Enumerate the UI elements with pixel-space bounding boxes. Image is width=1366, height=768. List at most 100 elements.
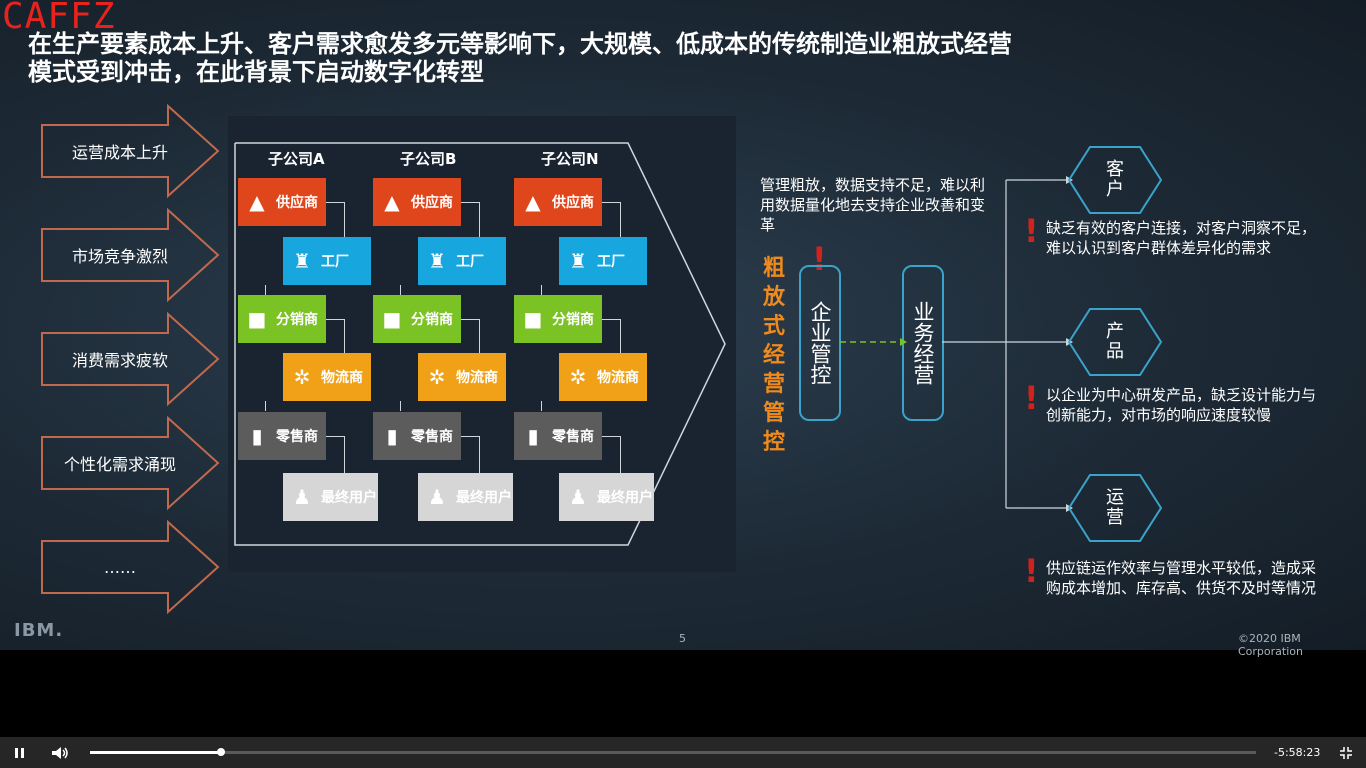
chain-node: ♟最终用户 (418, 473, 513, 521)
chain-node-label: 零售商 (276, 429, 318, 445)
progress-handle[interactable] (216, 748, 225, 756)
chain-connector (400, 401, 419, 411)
chain-node-label: 物流商 (456, 370, 498, 386)
chain-node-label: 零售商 (552, 429, 594, 445)
driver-arrow: …… (40, 519, 220, 615)
copyright: ©2020 IBM Corporation (1238, 632, 1303, 658)
chain-node: ▲ 供应商 (514, 178, 602, 226)
pause-button[interactable] (8, 737, 32, 768)
driver-arrow: 运营成本上升 (40, 103, 220, 199)
driver-label: 消费需求疲软 (71, 351, 168, 370)
user-icon: ♟ (569, 485, 587, 509)
driver-label: 运营成本上升 (71, 143, 168, 162)
chain-node-label: 分销商 (411, 312, 453, 328)
chain-node: ▮零售商 (514, 412, 602, 460)
slide-title: 在生产要素成本上升、客户需求愈发多元等影响下，大规模、低成本的传统制造业粗放式经… (28, 30, 1328, 86)
truck-icon: ■ (382, 307, 402, 331)
chain-node: ▲ 供应商 (238, 178, 326, 226)
chain-node: ▮零售商 (238, 412, 326, 460)
chain-node: ✲ 物流商 (283, 353, 371, 401)
subsidiaries-panel: 子公司A▲供应商♜工厂■分销商✲物流商▮零售商♟最终用户子公司B▲供应商♜工厂■… (228, 116, 736, 572)
alert-icon: ! (1024, 379, 1039, 417)
store-icon: ▮ (386, 424, 398, 448)
outcome-description: 供应链运作效率与管理水平较低，造成采购成本增加、库存高、供货不及时等情况 (1046, 559, 1317, 597)
volume-icon (52, 746, 68, 759)
time-remaining: -5:58:23 (1274, 746, 1321, 759)
chain-node-label: 分销商 (552, 312, 594, 328)
chain-node: ▲供应商 (373, 178, 461, 226)
driver-arrow: 消费需求疲软 (40, 311, 220, 407)
supplier-icon: ▲ (525, 190, 541, 214)
chain-node: ♜工厂 (418, 237, 506, 285)
outcome-hexagon: 客户 (1067, 146, 1163, 214)
chain-node-label: 物流商 (597, 370, 639, 386)
management-note: 管理粗放，数据支持不足，难以利用数据量化地去支持企业改善和变革 (760, 176, 986, 234)
alert-icon: ! (1024, 552, 1039, 590)
enterprise-control-pill: 企业管控 (799, 265, 841, 421)
video-player-controls: -5:58:23 (0, 737, 1366, 768)
chain-connector (400, 285, 419, 295)
chain-node-label: 供应商 (552, 195, 594, 211)
chain-node-label: 供应商 (276, 195, 318, 211)
volume-button[interactable] (48, 737, 72, 768)
title-line-2: 模式受到冲击，在此背景下启动数字化转型 (28, 58, 484, 86)
driver-arrow: 个性化需求涌现 (40, 415, 220, 511)
chain-node-label: 零售商 (411, 429, 453, 445)
panel-outline (234, 142, 726, 546)
subsidiary-header: 子公司N (541, 150, 599, 168)
user-icon: ♟ (293, 485, 311, 509)
alert-icon: ! (812, 240, 827, 278)
title-line-1: 在生产要素成本上升、客户需求愈发多元等影响下，大规模、低成本的传统制造业粗放式经… (28, 30, 1012, 58)
driver-label: 市场竞争激烈 (71, 247, 168, 266)
chain-connector (602, 202, 621, 262)
chain-node: ♟ 最终用户 (283, 473, 378, 521)
chain-node-label: 分销商 (276, 312, 318, 328)
pause-icon (15, 747, 24, 758)
outcome-hexagon-label: 客户 (1106, 159, 1124, 200)
user-icon: ♟ (428, 485, 446, 509)
truck-icon: ■ (247, 307, 267, 331)
chain-node: ♟ 最终用户 (559, 473, 654, 521)
gears-icon: ✲ (293, 365, 311, 389)
enterprise-control-label: 企业管控 (808, 301, 832, 385)
chain-connector (602, 319, 621, 378)
page-number: 5 (679, 632, 686, 645)
exit-fullscreen-icon (1340, 746, 1352, 759)
chain-node-label: 工厂 (597, 254, 625, 270)
extensive-management-label: 粗放式经营管控 (762, 256, 785, 455)
chain-node-label: 最终用户 (321, 490, 377, 506)
chain-node: ♜工厂 (283, 237, 371, 285)
chain-connector (265, 285, 284, 295)
chain-node: ♜工厂 (559, 237, 647, 285)
chain-node-label: 最终用户 (597, 490, 653, 506)
driver-arrow: 市场竞争激烈 (40, 207, 220, 303)
watermark: CAFFZ (2, 0, 116, 37)
chain-connector (602, 436, 621, 498)
driver-label: 个性化需求涌现 (63, 455, 176, 474)
chain-node: ■ 分销商 (238, 295, 326, 343)
chain-node-label: 物流商 (321, 370, 363, 386)
gears-icon: ✲ (569, 365, 587, 389)
supplier-icon: ▲ (384, 190, 400, 214)
chain-connector (461, 202, 480, 262)
supplier-icon: ▲ (249, 190, 265, 214)
exit-fullscreen-button[interactable] (1336, 737, 1356, 768)
chain-connector (326, 319, 345, 378)
chain-connector (326, 202, 345, 262)
subsidiary-header: 子公司A (268, 150, 325, 168)
subsidiary-header: 子公司B (400, 150, 457, 168)
chain-node: ✲物流商 (418, 353, 506, 401)
progress-bar[interactable] (90, 748, 1256, 756)
chain-node: ▮ 零售商 (373, 412, 461, 460)
alert-icon: ! (1024, 212, 1039, 250)
business-operation-label: 业务经营 (911, 301, 935, 385)
outcome-hexagon-label: 运营 (1106, 487, 1124, 528)
outcome-hexagon: 运营 (1067, 474, 1163, 542)
driver-label: …… (104, 557, 136, 577)
truck-icon: ■ (523, 307, 543, 331)
outcome-hexagon: 产品 (1067, 308, 1163, 376)
outcome-description: 以企业为中心研发产品，缺乏设计能力与创新能力，对市场的响应速度较慢 (1046, 386, 1317, 424)
chain-connector (541, 401, 560, 411)
factory-icon: ♜ (293, 249, 311, 273)
chain-node: ■ 分销商 (373, 295, 461, 343)
